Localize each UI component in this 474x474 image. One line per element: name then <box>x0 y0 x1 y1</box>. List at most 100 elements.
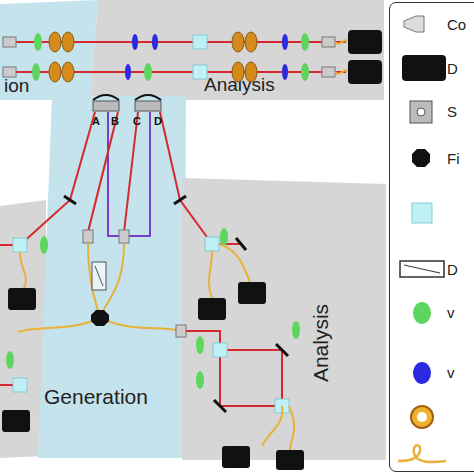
detector-symbol <box>348 60 382 84</box>
part-letter: D <box>154 116 162 127</box>
waveplate-symbol <box>144 63 152 81</box>
legend-text: D <box>447 61 458 76</box>
fiber <box>219 244 250 282</box>
waveplate-symbol <box>40 236 48 254</box>
detector-symbol <box>348 30 382 54</box>
crystal-symbol <box>135 101 161 111</box>
waveplate-symbol <box>196 371 204 389</box>
section-band: ion <box>0 0 98 100</box>
lens-symbol <box>49 32 61 52</box>
legend-text: v <box>447 305 455 320</box>
fiber <box>262 406 282 446</box>
section-title: ion <box>4 76 29 95</box>
waveplate-symbol <box>292 321 300 339</box>
lens-symbol <box>232 62 244 82</box>
legend-text: Co <box>447 17 466 32</box>
waveplate-symbol <box>6 351 14 369</box>
band-fill <box>0 0 98 100</box>
part-letter: C <box>133 116 141 127</box>
coupler-symbol <box>404 16 424 32</box>
waveplate-symbol <box>125 64 131 80</box>
section-band: Analysis <box>90 0 384 100</box>
delay-line-symbol <box>95 266 103 286</box>
waveplate-symbol <box>34 33 42 51</box>
detector-symbol <box>198 298 226 320</box>
waveplate-symbol <box>301 33 309 51</box>
section-title: Generation <box>44 386 148 407</box>
fiber-splitter-symbol <box>91 310 109 326</box>
fiber <box>335 70 350 73</box>
mirror-symbol <box>214 400 226 412</box>
fiber <box>18 318 100 332</box>
pump-beam <box>108 112 150 236</box>
waveplate-symbol <box>220 228 228 246</box>
detector-symbol <box>402 55 446 81</box>
mirror-symbol <box>174 196 186 204</box>
legend-text: Fi <box>447 151 460 166</box>
legend-text: S <box>447 104 457 119</box>
laser-beam <box>160 112 212 244</box>
waveplate-symbol <box>132 34 138 50</box>
detector-symbol <box>276 450 304 470</box>
band-fill <box>90 0 384 100</box>
coupler-symbol <box>322 67 335 77</box>
switch-symbol <box>410 101 432 123</box>
waveplate-symbol <box>196 336 204 354</box>
fiber <box>289 406 294 450</box>
optical-table <box>0 200 46 458</box>
laser-beam <box>186 331 220 350</box>
waveplate-symbol <box>301 63 309 81</box>
mirror-symbol <box>236 238 246 250</box>
beam-splitter-cube <box>193 35 207 49</box>
beam-splitter-cube <box>205 237 219 251</box>
fiber-splitter-symbol <box>412 149 430 167</box>
detector-symbol <box>222 446 250 468</box>
laser-beam <box>88 112 118 232</box>
switch-symbol <box>417 108 425 116</box>
fiber <box>100 318 176 330</box>
delay-line-symbol <box>404 265 440 273</box>
detector-symbol <box>2 410 30 432</box>
coupler-symbol <box>3 67 16 77</box>
laser-beam <box>124 112 138 232</box>
laser-beam <box>212 243 240 245</box>
laser-beam <box>16 41 346 43</box>
lens-symbol <box>411 406 433 428</box>
detector-symbol <box>238 282 266 304</box>
fiber <box>100 243 124 318</box>
mirror-symbol <box>64 196 76 204</box>
laser-beam <box>0 244 20 246</box>
waveplate-symbol <box>282 34 288 50</box>
section-title: Analysis <box>204 75 275 94</box>
lens-symbol <box>49 62 61 82</box>
laser-beam <box>20 112 95 245</box>
coupler-symbol <box>83 230 93 243</box>
fiber <box>88 243 100 318</box>
waveplate-symbol <box>152 34 158 50</box>
beam-splitter-cube <box>275 399 289 413</box>
lens-symbol <box>245 32 257 52</box>
coupler-symbol <box>322 37 335 47</box>
part-letter: B <box>111 116 119 127</box>
lens-symbol <box>232 32 244 52</box>
beam-splitter-cube <box>13 378 27 392</box>
fiber <box>20 252 26 288</box>
legend-text: v <box>447 365 455 380</box>
section-title: Analysis <box>310 304 331 382</box>
waveplate-symbol <box>32 63 40 81</box>
delay-line-symbol <box>400 261 444 277</box>
band-fill <box>38 96 186 458</box>
coupler-symbol <box>176 325 186 337</box>
band-fill <box>182 178 386 460</box>
delay-line-symbol <box>92 262 106 290</box>
crystal-symbol <box>93 101 119 111</box>
beam-splitter-cube <box>193 65 207 79</box>
interferometer-beam <box>220 350 282 406</box>
fiber <box>335 40 350 43</box>
section-band: Generation <box>38 96 186 458</box>
section-band: Analysis <box>182 178 386 460</box>
mirror-symbol <box>276 344 288 356</box>
fiber-symbol <box>398 445 446 462</box>
part-letter: A <box>92 116 100 127</box>
beam-splitter-cube <box>412 203 432 223</box>
